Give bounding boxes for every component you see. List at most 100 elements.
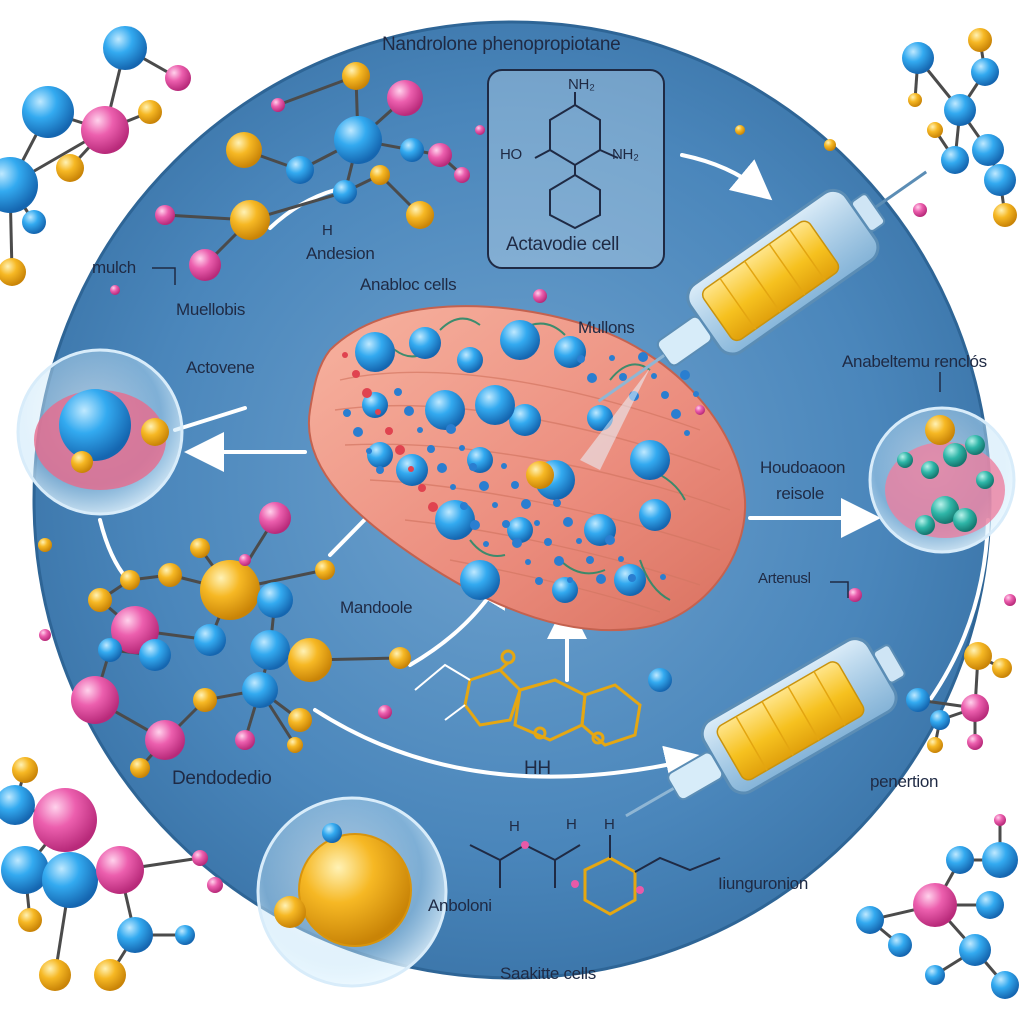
molecule-atom	[992, 658, 1012, 678]
molecule-atom	[207, 877, 223, 893]
molecule-atom	[961, 694, 989, 722]
cell-protein-blob	[897, 452, 913, 468]
muscle-particle	[492, 502, 498, 508]
molecule-atom	[103, 26, 147, 70]
molecule-top-left	[0, 26, 191, 286]
syringe-top	[597, 170, 928, 403]
muscle-particle	[366, 448, 372, 454]
yellow-structure	[463, 649, 642, 747]
muscle-molecule	[435, 500, 475, 540]
label-anabolic-response: Anabeltemu renclós	[842, 352, 987, 371]
molecule-atom	[42, 852, 98, 908]
muscle-particle	[404, 406, 414, 416]
molecule-atom	[96, 846, 144, 894]
molecule-clusters	[0, 26, 1019, 999]
muscle-particle	[459, 445, 465, 451]
muscle-particle	[605, 535, 615, 545]
molecule-atom	[993, 203, 1017, 227]
muscle-particle	[628, 574, 636, 582]
muscle-molecule	[362, 392, 388, 418]
structure-box	[487, 69, 665, 269]
muscle-molecule	[587, 405, 613, 431]
molecule-atom	[230, 200, 270, 240]
floating-particle	[913, 203, 927, 217]
molecule-bottom-right	[856, 814, 1019, 999]
muscle-particle	[427, 445, 435, 453]
molecule-atom	[0, 157, 38, 213]
muscle-particle	[470, 520, 480, 530]
muscle-particle	[586, 556, 594, 564]
muscle-particle	[596, 574, 606, 584]
muscle-particle	[450, 484, 456, 490]
molecule-atom	[389, 647, 411, 669]
cycle-arrow-top-right	[680, 153, 773, 201]
floating-particle	[848, 588, 862, 602]
label-anabolic-cells: Anabloc cells	[360, 275, 457, 294]
muscle-particle	[684, 430, 690, 436]
molecule-atom	[12, 757, 38, 783]
muscle-particle	[660, 574, 666, 580]
molecule-bottom-left	[0, 757, 223, 991]
molecule-atom	[941, 146, 969, 174]
molecule-atom	[906, 688, 930, 712]
muscle-hormone-molecule	[526, 461, 554, 489]
molecule-atom	[370, 165, 390, 185]
molecule-atom	[925, 965, 945, 985]
label-mullons: Mullons	[578, 318, 635, 337]
molecule-atom	[22, 86, 74, 138]
molecule-atom	[971, 58, 999, 86]
muscle-particle	[576, 538, 582, 544]
molecule-atom	[18, 908, 42, 932]
muscle-particle	[375, 409, 381, 415]
molecule-atom	[930, 710, 950, 730]
floating-particle	[648, 668, 672, 692]
molecule-atom	[994, 814, 1006, 826]
molecule-atom	[334, 116, 382, 164]
label-atom-h-bottom-2: H	[566, 816, 577, 833]
cell-protein-blob	[931, 496, 959, 524]
muscle-particle	[619, 373, 627, 381]
floating-particle	[475, 125, 485, 135]
muscle-particle	[376, 466, 384, 474]
molecule-atom	[165, 65, 191, 91]
muscle-particle	[343, 409, 351, 417]
molecule-atom	[194, 624, 226, 656]
molecule-atom	[287, 737, 303, 753]
muscle-particle	[651, 373, 657, 379]
muscle-particle	[521, 499, 531, 509]
muscle-particle	[362, 388, 372, 398]
left-cell	[16, 348, 184, 516]
floating-particle	[239, 554, 251, 566]
syringe-bottom	[625, 637, 906, 818]
cell-protein-blob	[976, 471, 994, 489]
label-atom-ho: HO	[500, 146, 522, 163]
molecule-atom	[190, 538, 210, 558]
label-hh: HH	[524, 758, 551, 779]
muscle-molecule	[554, 336, 586, 368]
molecule-atom	[927, 737, 943, 753]
muscle-molecule	[475, 385, 515, 425]
label-satellite-cells: Saakitte cells	[500, 964, 596, 983]
diagram-title: Nandrolone phenopropiotane	[382, 34, 621, 55]
label-atom-h-bottom-1: H	[509, 818, 520, 835]
molecule-atom	[235, 730, 255, 750]
molecule-atom	[0, 785, 35, 825]
molecule-atom	[175, 925, 195, 945]
muscle-molecule	[355, 332, 395, 372]
molecule-atom	[242, 672, 278, 708]
molecule-atom	[959, 934, 991, 966]
label-penetration: penertion	[870, 772, 939, 791]
molecule-atom	[333, 180, 357, 204]
molecule-atom	[138, 100, 162, 124]
molecule-atom	[964, 642, 992, 670]
muscle-particle	[417, 427, 423, 433]
muscle-particle	[437, 463, 447, 473]
molecule-atom	[226, 132, 262, 168]
muscle-particle	[353, 427, 363, 437]
floating-particle	[378, 705, 392, 719]
molecule-atom	[257, 582, 293, 618]
muscle-particle	[567, 577, 573, 583]
label-mulch: mulch	[92, 258, 136, 277]
muscle-molecule	[639, 499, 671, 531]
molecule-atom	[991, 971, 1019, 999]
